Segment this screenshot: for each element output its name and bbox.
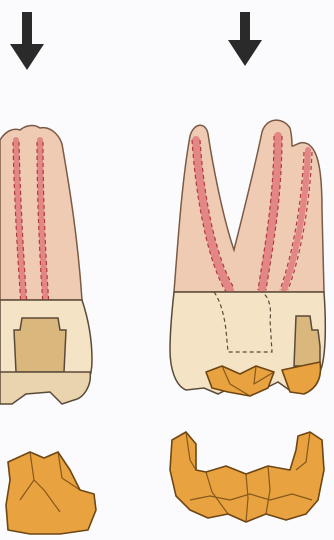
cavity-preparation xyxy=(14,318,66,372)
right-panel xyxy=(170,12,325,522)
arrow-down-icon xyxy=(228,12,262,66)
left-panel xyxy=(0,12,96,534)
arrow-down-icon xyxy=(10,12,44,70)
crown-cusps xyxy=(0,372,90,404)
inlay-restoration xyxy=(6,452,96,534)
